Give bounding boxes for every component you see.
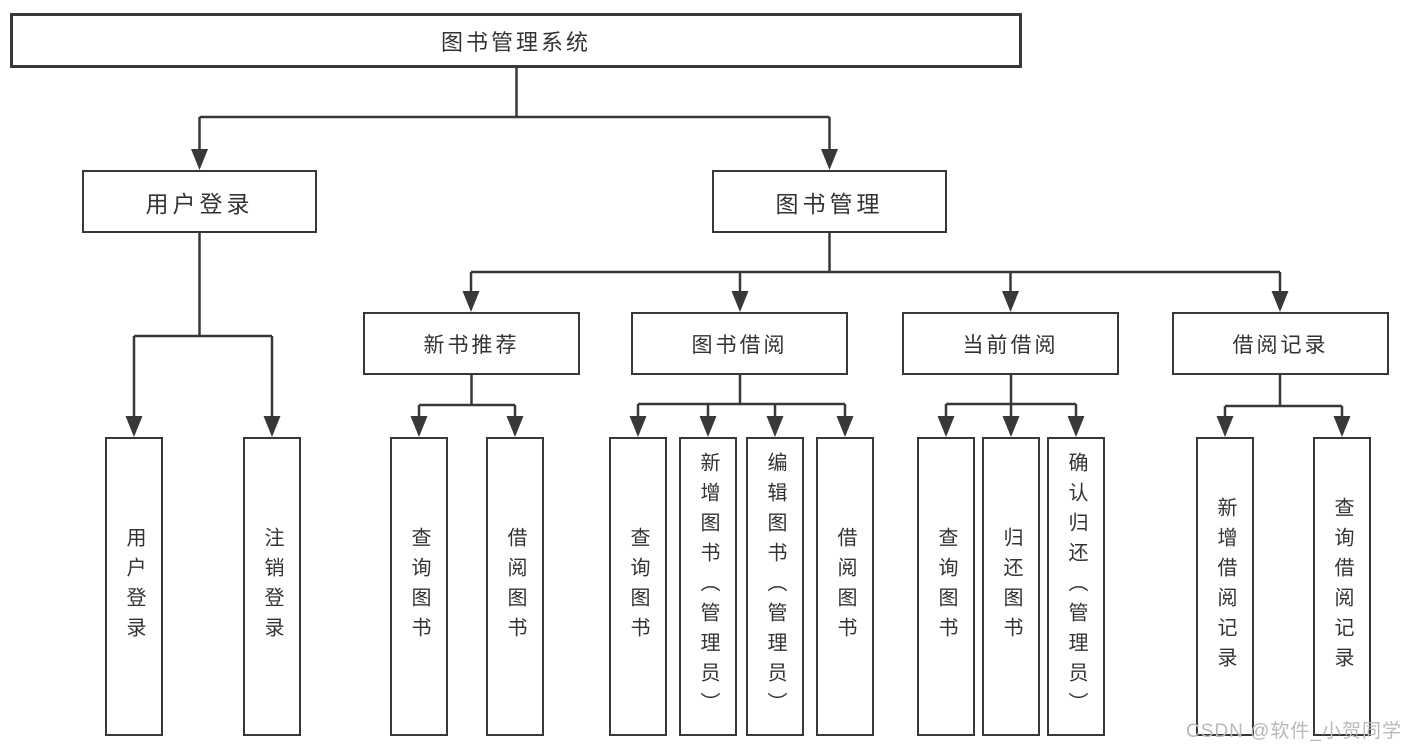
connector-borrow-records-children	[1216, 375, 1351, 437]
arrowhead-icon	[629, 416, 647, 437]
node-label: 借阅记录	[1232, 333, 1329, 357]
arrowhead-icon	[125, 416, 143, 437]
node-label: 查询图书	[627, 526, 649, 647]
arrowhead-icon	[1333, 416, 1351, 437]
connector-user-login-children	[125, 233, 281, 437]
node-label: 用户登录	[145, 190, 254, 217]
arrowhead-icon	[836, 416, 854, 437]
node-label: 图书借阅	[691, 333, 788, 357]
connector-line	[469, 233, 1282, 305]
node-label: 归还图书	[1000, 526, 1022, 647]
node-borrow-records: 借阅记录	[1172, 312, 1389, 375]
arrowhead-icon	[462, 291, 480, 312]
node-label: 借阅图书	[504, 526, 526, 647]
node-label: 查询借阅记录	[1331, 496, 1353, 677]
leaf-borrow-books-1: 借阅图书	[486, 437, 544, 736]
connector-current-borrow-children	[937, 375, 1085, 437]
node-label: 查询图书	[408, 526, 430, 647]
leaf-confirm-return-admin: 确认归还（管理员）	[1047, 437, 1105, 736]
connector-line	[636, 375, 847, 430]
node-label: 查询图书	[935, 526, 957, 647]
arrowhead-icon	[263, 416, 281, 437]
arrowhead-icon	[821, 149, 838, 170]
node-label: 编辑图书（管理员）	[764, 451, 786, 722]
leaf-add-book-admin: 新增图书（管理员）	[679, 437, 737, 736]
node-root: 图书管理系统	[10, 13, 1022, 68]
leaf-edit-book-admin: 编辑图书（管理员）	[746, 437, 804, 736]
node-label: 图书管理	[775, 190, 884, 217]
connector-root-to-level2	[191, 68, 838, 170]
connector-book-management-children	[462, 233, 1289, 312]
arrowhead-icon	[766, 416, 784, 437]
node-label: 图书管理系统	[440, 29, 591, 55]
node-label: 注销登录	[261, 526, 283, 647]
leaf-user-login: 用户登录	[105, 437, 163, 736]
node-label: 借阅图书	[834, 526, 856, 647]
arrowhead-icon	[1002, 416, 1020, 437]
node-label: 新书推荐	[423, 333, 520, 357]
arrowhead-icon	[937, 416, 955, 437]
connector-book-borrow-children	[629, 375, 854, 437]
leaf-query-books-3: 查询图书	[917, 437, 975, 736]
arrowhead-icon	[1271, 291, 1289, 312]
connector-line	[198, 68, 831, 163]
arrowhead-icon	[1002, 291, 1019, 312]
leaf-query-borrow-record: 查询借阅记录	[1313, 437, 1371, 736]
node-new-book-recommend: 新书推荐	[363, 312, 580, 375]
node-label: 用户登录	[123, 526, 145, 647]
arrowhead-icon	[410, 416, 428, 437]
arrowhead-icon	[699, 416, 717, 437]
connector-line	[132, 233, 274, 430]
node-user-login: 用户登录	[82, 170, 317, 233]
leaf-return-book: 归还图书	[982, 437, 1040, 736]
connector-line	[417, 375, 517, 430]
arrowhead-icon	[1067, 416, 1085, 437]
arrowhead-icon	[731, 291, 749, 312]
node-book-management: 图书管理	[712, 170, 947, 233]
node-label: 新增借阅记录	[1214, 496, 1236, 677]
node-book-borrow: 图书借阅	[631, 312, 848, 375]
connector-line	[1223, 375, 1344, 430]
arrowhead-icon	[191, 149, 208, 170]
node-label: 当前借阅	[962, 333, 1059, 357]
connector-new-book-recommend-children	[410, 375, 524, 437]
node-label: 确认归还（管理员）	[1065, 451, 1087, 722]
leaf-logout: 注销登录	[243, 437, 301, 736]
leaf-query-books-1: 查询图书	[390, 437, 448, 736]
node-label: 新增图书（管理员）	[697, 451, 719, 722]
leaf-borrow-books-2: 借阅图书	[816, 437, 874, 736]
arrowhead-icon	[1216, 416, 1234, 437]
leaf-add-borrow-record: 新增借阅记录	[1196, 437, 1254, 736]
node-current-borrow: 当前借阅	[902, 312, 1119, 375]
arrowhead-icon	[506, 416, 524, 437]
leaf-query-books-2: 查询图书	[609, 437, 667, 736]
